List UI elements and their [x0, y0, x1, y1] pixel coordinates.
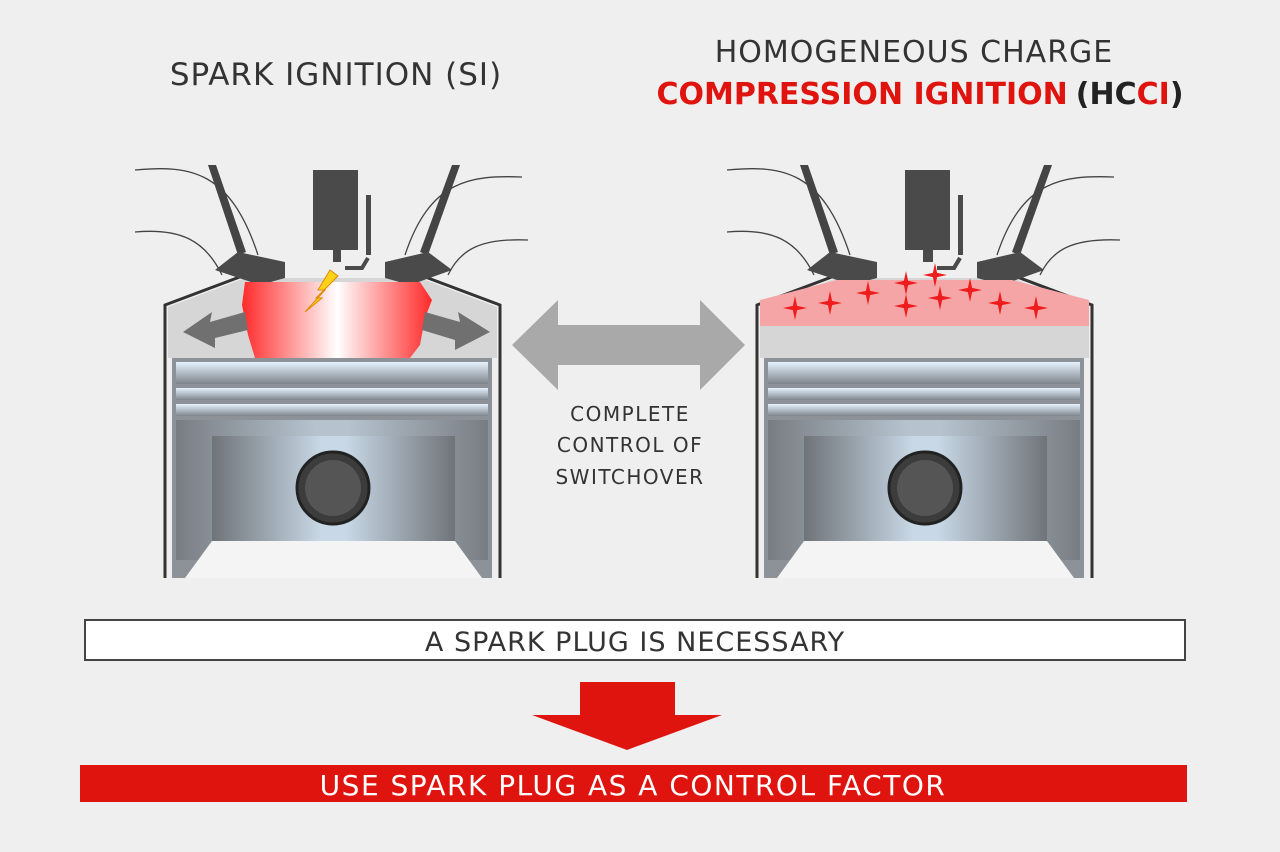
conclusion-bar: [80, 765, 1187, 802]
hcci-abbr-ci: CI: [1137, 77, 1170, 112]
statement-text: A SPARK PLUG IS NECESSARY: [425, 627, 845, 658]
hcci-engine-illustration: [725, 163, 1122, 580]
homogeneous-charge: [760, 280, 1089, 326]
star-icon: [783, 296, 807, 320]
flame-spread-arrows-icon: [183, 312, 490, 350]
middle-label-line3: SWITCHOVER: [555, 465, 704, 489]
spark-icon: [304, 269, 339, 313]
star-icon: [928, 286, 952, 310]
star-icon: [894, 271, 918, 295]
star-icon: [923, 263, 947, 287]
si-engine-illustration: [133, 163, 530, 580]
middle-label-line1: COMPLETE: [570, 402, 690, 426]
star-icon: [988, 291, 1012, 315]
flame-front: [242, 282, 432, 358]
double-arrow-icon: [512, 300, 745, 390]
middle-label-line2: CONTROL OF: [557, 433, 703, 457]
hcci-title-line2: COMPRESSION IGNITION (HCCI): [656, 77, 1183, 112]
star-icon: [818, 291, 842, 315]
hcci-title-line1: HOMOGENEOUS CHARGE: [715, 35, 1114, 70]
star-icon: [894, 294, 918, 318]
hcci-abbr-close: ): [1170, 77, 1184, 112]
statement-box: [84, 619, 1186, 661]
si-title: SPARK IGNITION (SI): [170, 57, 502, 93]
star-icon: [1024, 296, 1048, 320]
autoignition-points-icon: [783, 263, 1048, 320]
hcci-red-text: COMPRESSION IGNITION: [656, 77, 1067, 112]
star-icon: [856, 281, 880, 305]
down-arrow-icon: [532, 682, 722, 750]
conclusion-text: USE SPARK PLUG AS A CONTROL FACTOR: [320, 769, 947, 802]
star-icon: [958, 278, 982, 302]
hcci-abbr-open: (HC: [1076, 77, 1137, 112]
